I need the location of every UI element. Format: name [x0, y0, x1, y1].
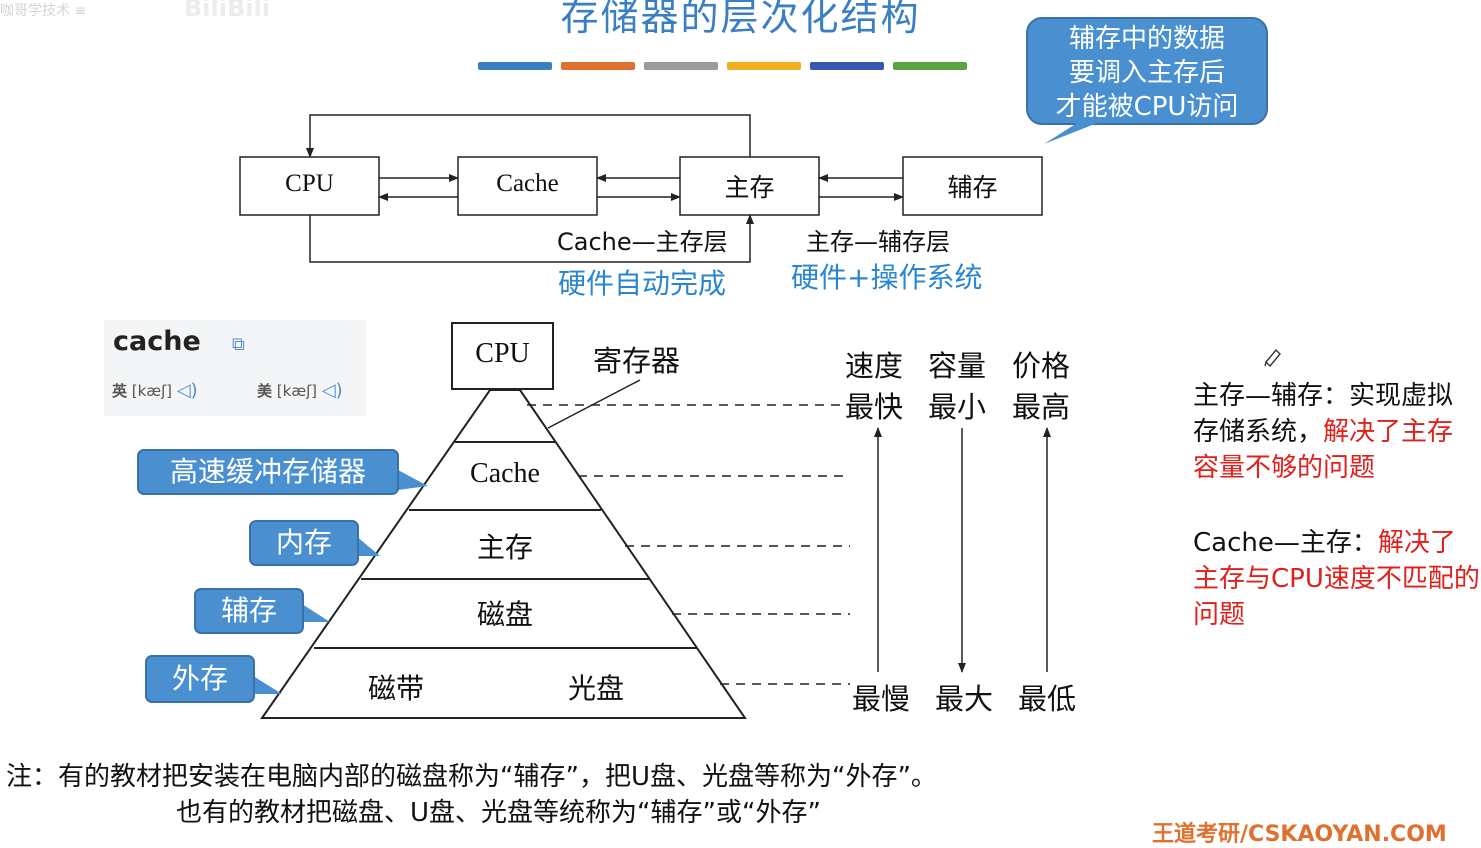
- box-cpu: [239, 156, 380, 216]
- hierarchy-diagram: [239, 114, 1281, 719]
- uk-pronunciation: 英 [kæʃ] ◁): [112, 380, 198, 401]
- scale-bottom-price: 最低: [1018, 682, 1077, 716]
- scale-top-capacity: 最小: [928, 390, 987, 424]
- title-color-bar: [478, 62, 967, 70]
- note-cache-main-highlight: 解决了主存与CPU速度不匹配的问题: [1193, 528, 1480, 630]
- tag-secondary: 辅存: [194, 588, 304, 634]
- callout-line-1: 辅存中的数据: [1068, 24, 1225, 54]
- pyramid-level-tape: 磁带: [368, 672, 425, 705]
- tag-cache-memory: 高速缓冲存储器: [137, 449, 399, 495]
- title-color-segment: [478, 62, 552, 70]
- note-main-secondary-text: 主存—辅存：实现虚拟存储系统，: [1193, 381, 1454, 447]
- pencil-icon: [1264, 348, 1281, 368]
- footer-note-line-2: 也有的教材把磁盘、U盘、光盘等统称为“辅存”或“外存”: [176, 798, 821, 828]
- title-color-segment: [727, 62, 801, 70]
- register-pointer: [547, 379, 641, 429]
- uk-label: 英: [112, 382, 128, 400]
- uk-speaker-icon[interactable]: ◁): [176, 380, 198, 401]
- box-cache-label: Cache: [496, 170, 559, 197]
- uk-phonetic: [kæʃ]: [131, 382, 172, 400]
- layer-main-secondary: 主存—辅存层: [806, 228, 950, 256]
- layer-main-secondary-note: 硬件+操作系统: [791, 261, 983, 294]
- callout-line-3: 才能被CPU访问: [1055, 92, 1239, 122]
- register-label: 寄存器: [593, 344, 681, 378]
- title-color-segment: [561, 62, 635, 70]
- scale-header-price: 价格: [1012, 349, 1071, 383]
- layer-cache-main: Cache—主存层: [557, 228, 728, 256]
- us-label: 美: [257, 382, 273, 400]
- scale-top-price: 最高: [1012, 390, 1071, 424]
- tag-external: 外存: [145, 655, 255, 703]
- tag-tail-memory: [356, 536, 380, 556]
- us-speaker-icon[interactable]: ◁): [321, 380, 343, 401]
- footer-brand: 王道考研/CSKAOYAN.COM: [1152, 822, 1447, 847]
- box-cpu-label: CPU: [285, 170, 334, 197]
- dictionary-card: cache ⧉ 英 [kæʃ] ◁) 美 [kæʃ] ◁): [104, 320, 366, 416]
- pyramid-level-cache: Cache: [470, 458, 540, 489]
- note-main-secondary-highlight: 解决了主存容量不够的问题: [1193, 417, 1454, 483]
- scale-top-speed: 最快: [845, 390, 904, 424]
- box-secondary-storage: [902, 156, 1043, 216]
- callout-line-2: 要调入主存后: [1068, 58, 1225, 88]
- page-title: 存储器的层次化结构: [560, 0, 921, 39]
- loop-cpu-to-main: [309, 214, 754, 263]
- top-left-watermark: 咖哥学技术 ≡: [0, 3, 87, 19]
- pyramid-cpu-label: CPU: [475, 338, 530, 369]
- tag-tail-external: [250, 674, 282, 694]
- title-color-segment: [893, 62, 967, 70]
- loop-main-to-cpu: [306, 114, 751, 158]
- us-phonetic: [kæʃ]: [276, 382, 317, 400]
- tag-main-memory: 内存: [249, 520, 359, 566]
- scale-bottom-speed: 最慢: [852, 682, 911, 716]
- box-cache: [457, 156, 598, 216]
- note-cache-main-text: Cache—主存：: [1193, 528, 1378, 558]
- add-to-wordbook-icon[interactable]: ⧉: [232, 334, 245, 355]
- box-secondary-label: 辅存: [947, 173, 998, 202]
- footer-note-line-1: 注：有的教材把安装在电脑内部的磁盘称为“辅存”，把U盘、光盘等称为“外存”。: [6, 762, 937, 792]
- title-color-segment: [644, 62, 718, 70]
- note-cache-main: Cache—主存：解决了主存与CPU速度不匹配的问题: [1193, 525, 1481, 633]
- pyramid-level-main: 主存: [476, 531, 533, 564]
- box-main-memory: [679, 156, 820, 216]
- scale-header-speed: 速度: [845, 349, 904, 383]
- pyramid-level-optical: 光盘: [568, 672, 625, 705]
- scale-header-capacity: 容量: [928, 349, 987, 383]
- us-pronunciation: 美 [kæʃ] ◁): [257, 380, 343, 401]
- layer-cache-main-note: 硬件自动完成: [558, 267, 727, 300]
- pyramid-level-disk: 磁盘: [476, 598, 533, 631]
- title-color-segment: [810, 62, 884, 70]
- tag-tail-secondary: [302, 604, 330, 622]
- scale-bottom-capacity: 最大: [935, 682, 994, 716]
- bilibili-watermark: BiliBili: [184, 0, 270, 22]
- note-main-secondary: 主存—辅存：实现虚拟存储系统，解决了主存容量不够的问题: [1193, 378, 1475, 486]
- callout-tail: [1044, 118, 1110, 144]
- tag-tail-cache: [398, 470, 428, 490]
- box-main-label: 主存: [724, 173, 775, 202]
- speech-callout: 辅存中的数据 要调入主存后 才能被CPU访问: [1026, 17, 1268, 125]
- dictionary-word: cache: [113, 326, 201, 357]
- pyramid-cpu-box: [451, 322, 554, 390]
